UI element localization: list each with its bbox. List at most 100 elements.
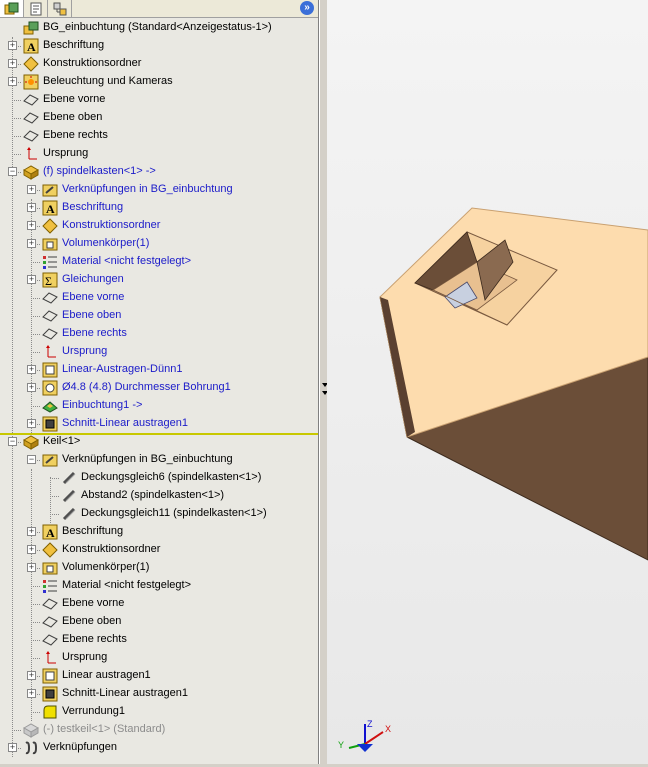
tree-guide-line xyxy=(50,477,51,523)
expand-toggle-icon[interactable]: + xyxy=(27,238,36,248)
tree-item-label: Verknüpfungen in BG_einbuchtung xyxy=(62,183,233,195)
tree-item-k-schnitt[interactable]: +Schnitt-Linear austragen1 xyxy=(0,685,318,703)
tree-item-label: Konstruktionsordner xyxy=(62,543,161,555)
tree-item-ebene-rechts[interactable]: Ebene rechts xyxy=(0,127,318,145)
tree-item-keil[interactable]: −Keil<1> xyxy=(0,433,318,451)
tree-connector xyxy=(31,712,40,713)
tree-item-label: Ursprung xyxy=(62,651,108,663)
design-binder-icon xyxy=(42,542,58,558)
expand-toggle-icon[interactable]: + xyxy=(27,418,36,428)
expand-toggle-icon[interactable]: + xyxy=(27,364,36,374)
feature-manager-tab[interactable] xyxy=(0,0,24,17)
expand-toggle-icon[interactable]: + xyxy=(27,562,36,572)
tree-item-label: Einbuchtung1 -> xyxy=(62,399,143,411)
collapse-toggle-icon[interactable]: − xyxy=(8,436,17,446)
expand-toggle-icon[interactable]: + xyxy=(27,670,36,680)
tree-item-k-deckungsgleich6[interactable]: Deckungsgleich6 (spindelkasten<1>) xyxy=(0,469,318,487)
expand-toggle-icon[interactable]: + xyxy=(27,382,36,392)
tree-guide-line xyxy=(31,469,32,721)
mates-folder-icon xyxy=(42,452,58,468)
tree-item-sk-verknuepfungen[interactable]: + Verknüpfungen in BG_einbuchtung xyxy=(0,181,318,199)
expand-toggle-icon[interactable]: + xyxy=(27,202,36,212)
equations-icon: Σ xyxy=(42,272,58,288)
tree-item-label: Beleuchtung und Kameras xyxy=(43,75,173,87)
tree-item-konstruktionsordner[interactable]: +Konstruktionsordner xyxy=(0,55,318,73)
tree-item-k-ebene-vorne[interactable]: Ebene vorne xyxy=(0,595,318,613)
tree-item-testkeil[interactable]: (-) testkeil<1> (Standard) xyxy=(0,721,318,739)
tree-item-label: Ursprung xyxy=(62,345,108,357)
tree-item-verknuepfungen[interactable]: +Verknüpfungen xyxy=(0,739,318,757)
tree-item-sk-ursprung[interactable]: Ursprung xyxy=(0,343,318,361)
tree-item-k-ebene-oben[interactable]: Ebene oben xyxy=(0,613,318,631)
tree-item-ursprung[interactable]: Ursprung xyxy=(0,145,318,163)
tree-item-ebene-oben[interactable]: Ebene oben xyxy=(0,109,318,127)
expand-toggle-icon[interactable]: + xyxy=(27,688,36,698)
tree-item-k-abstand2[interactable]: Abstand2 (spindelkasten<1>) xyxy=(0,487,318,505)
pocket-hole xyxy=(444,281,478,309)
model-3d-view[interactable] xyxy=(327,0,648,764)
tree-item-spindelkasten[interactable]: −(f) spindelkasten<1> -> xyxy=(0,163,318,181)
tree-item-k-linear[interactable]: +Linear austragen1 xyxy=(0,667,318,685)
tree-connector xyxy=(31,622,40,623)
mates-icon xyxy=(23,740,39,756)
expand-toggle-icon[interactable]: + xyxy=(27,544,36,554)
tree-item-k-ursprung[interactable]: Ursprung xyxy=(0,649,318,667)
view-triad: Z X Y xyxy=(335,718,395,758)
tree-item-sk-schnitt[interactable]: +Schnitt-Linear austragen1 xyxy=(0,415,318,433)
tree-connector xyxy=(31,658,40,659)
tree-item-k-volumenkoerper[interactable]: +Volumenkörper(1) xyxy=(0,559,318,577)
panel-tab-bar: » xyxy=(0,0,318,18)
property-manager-tab[interactable] xyxy=(24,0,48,17)
expand-toggle-icon[interactable]: + xyxy=(27,220,36,230)
tree-item-sk-volumenkoerper[interactable]: +Volumenkörper(1) xyxy=(0,235,318,253)
expand-toggle-icon[interactable]: + xyxy=(8,58,17,68)
triad-x-axis xyxy=(364,731,384,745)
tree-item-sk-ebene-vorne[interactable]: Ebene vorne xyxy=(0,289,318,307)
tree-item-k-verknuepfungen[interactable]: −Verknüpfungen in BG_einbuchtung xyxy=(0,451,318,469)
tree-item-k-material[interactable]: Material <nicht festgelegt> xyxy=(0,577,318,595)
tree-item-sk-bohrung[interactable]: +Ø4.8 (4.8) Durchmesser Bohrung1 xyxy=(0,379,318,397)
tree-connector xyxy=(12,730,21,731)
expand-toggle-icon[interactable]: + xyxy=(27,526,36,536)
collapse-toggle-icon[interactable]: − xyxy=(8,166,17,176)
plane-icon xyxy=(23,110,39,126)
tree-item-label: Beschriftung xyxy=(43,39,105,51)
tree-item-label: BG_einbuchtung (Standard<Anzeigestatus-1… xyxy=(43,21,272,33)
expand-toggle-icon[interactable]: + xyxy=(27,274,36,284)
tree-item-beleuchtung[interactable]: + Beleuchtung und Kameras xyxy=(0,73,318,91)
tree-item-sk-material[interactable]: Material <nicht festgelegt> xyxy=(0,253,318,271)
double-chevron-right-icon[interactable]: » xyxy=(300,1,314,15)
expand-toggle-icon[interactable]: + xyxy=(27,184,36,194)
tree-item-k-deckungsgleich11[interactable]: Deckungsgleich11 (spindelkasten<1>) xyxy=(0,505,318,523)
tree-connector xyxy=(50,478,59,479)
tree-item-k-konstruktionsordner[interactable]: + Konstruktionsordner xyxy=(0,541,318,559)
tree-item-k-ebene-rechts[interactable]: Ebene rechts xyxy=(0,631,318,649)
collapse-toggle-icon[interactable]: − xyxy=(27,454,36,464)
svg-text:A: A xyxy=(46,526,55,540)
tree-item-root[interactable]: BG_einbuchtung (Standard<Anzeigestatus-1… xyxy=(0,19,318,37)
expand-toggle-icon[interactable]: + xyxy=(8,742,17,752)
tree-item-label: Ebene oben xyxy=(62,309,122,321)
expand-toggle-icon[interactable]: + xyxy=(8,76,17,86)
tree-connector xyxy=(31,406,40,407)
tree-item-sk-konstruktionsordner[interactable]: +Konstruktionsordner xyxy=(0,217,318,235)
rollback-bar[interactable] xyxy=(0,433,318,435)
tree-item-label: Material <nicht festgelegt> xyxy=(62,255,192,267)
tree-item-ebene-vorne[interactable]: Ebene vorne xyxy=(0,91,318,109)
expand-toggle-icon[interactable]: + xyxy=(8,40,17,50)
tree-item-sk-ebene-rechts[interactable]: Ebene rechts xyxy=(0,325,318,343)
tree-item-label: Deckungsgleich6 (spindelkasten<1>) xyxy=(81,471,262,483)
tree-item-sk-ebene-oben[interactable]: Ebene oben xyxy=(0,307,318,325)
tree-connector xyxy=(31,604,40,605)
tree-item-sk-linear-duenn[interactable]: +Linear-Austragen-Dünn1 xyxy=(0,361,318,379)
tree-item-k-verrundung[interactable]: Verrundung1 xyxy=(0,703,318,721)
tree-item-sk-einbuchtung[interactable]: Einbuchtung1 -> xyxy=(0,397,318,415)
mate-icon xyxy=(61,470,77,486)
cut-extrude-icon xyxy=(42,686,58,702)
graphics-viewport[interactable] xyxy=(327,0,648,764)
configuration-manager-tab[interactable] xyxy=(48,0,72,17)
